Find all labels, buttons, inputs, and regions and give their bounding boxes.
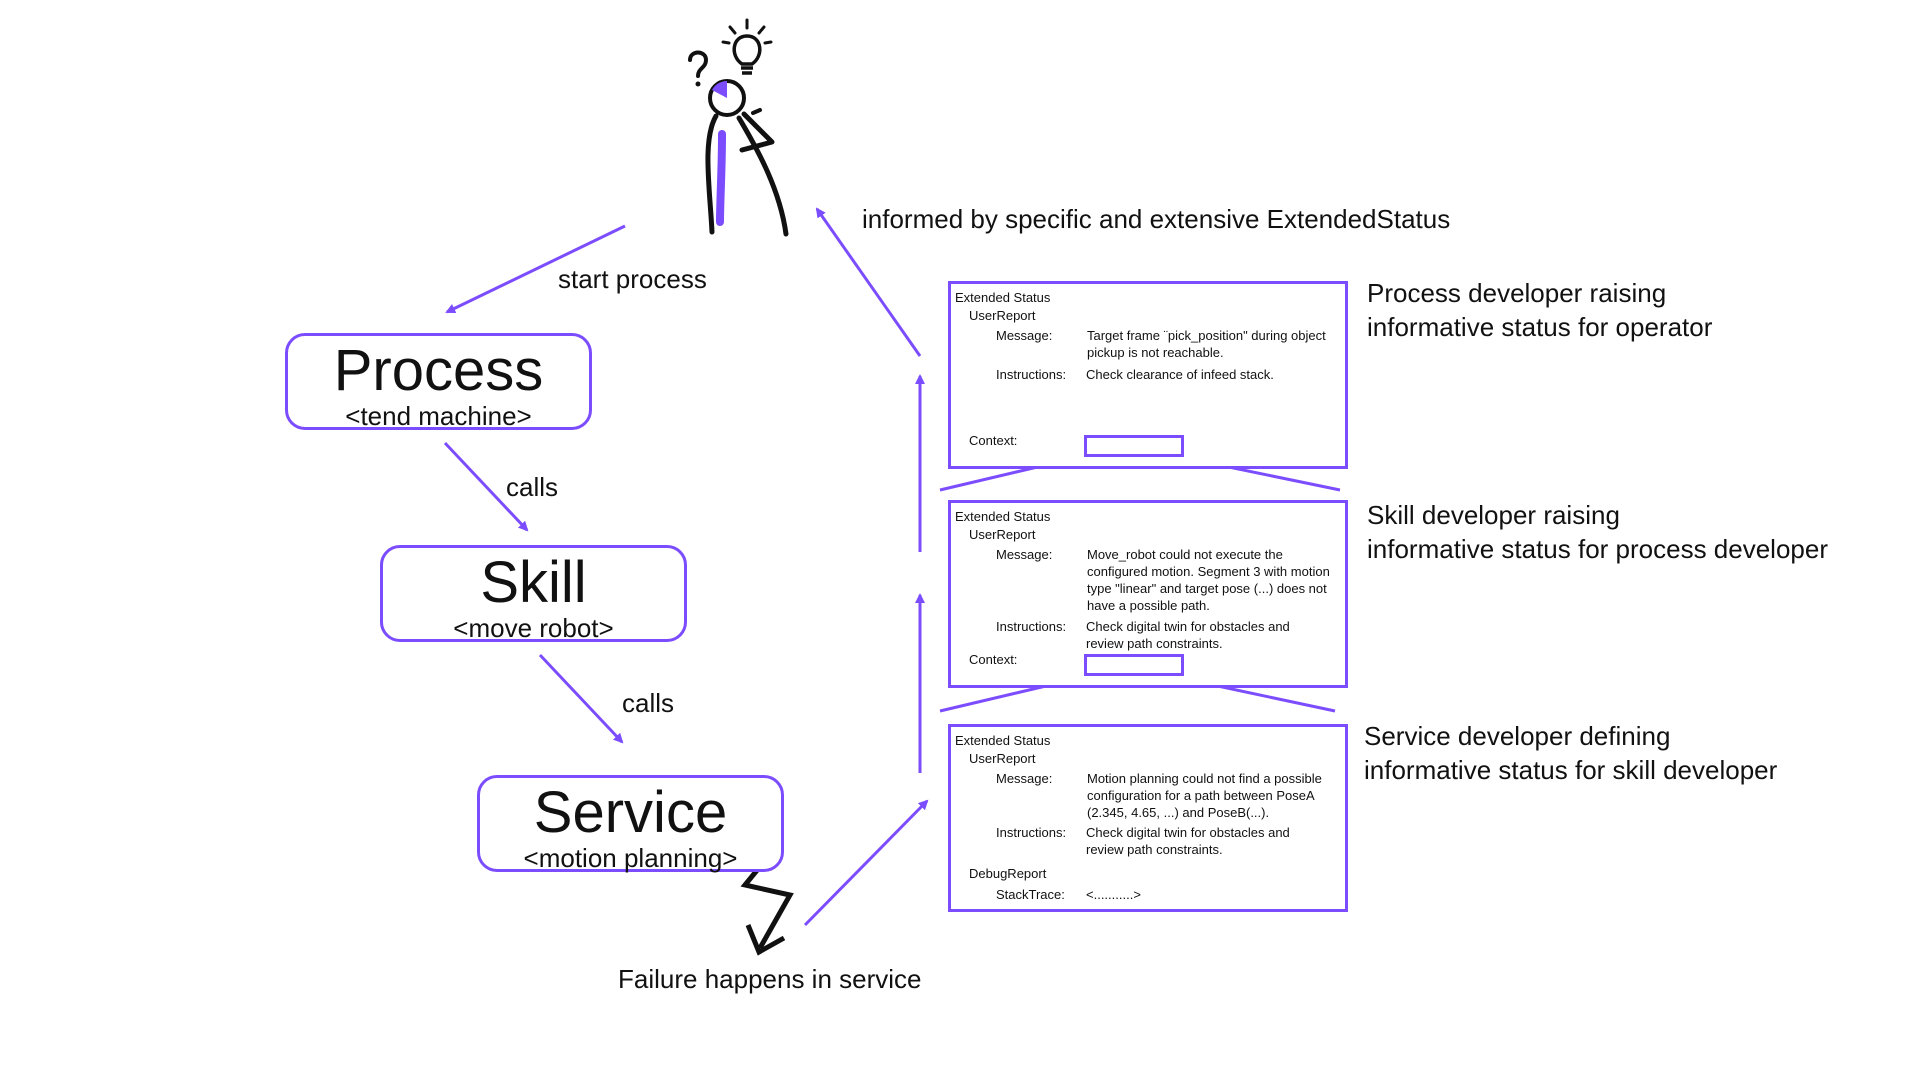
node-process-sub: <tend machine> (345, 401, 532, 431)
node-process: Process <tend machine> (285, 333, 592, 430)
status-skill-message: Move_robot could not execute the configu… (1087, 547, 1330, 613)
side-note-skill: Skill developer raising informative stat… (1367, 498, 1828, 566)
label-calls-1: calls (506, 472, 559, 502)
node-service: Service <motion planning> (477, 775, 784, 872)
status-process-instructions-label: Instructions: (996, 367, 1067, 382)
status-process: Extended Status UserReport Message: Targ… (948, 281, 1348, 469)
side-note-skill-line1: Skill developer raising (1367, 500, 1620, 530)
status-service-message: Motion planning could not find a possibl… (1087, 771, 1322, 820)
label-informed: informed by specific and extensive Exten… (862, 204, 1451, 234)
label-calls-2: calls (622, 688, 675, 718)
status-process-message-label: Message: (996, 328, 1053, 343)
side-note-process-line1: Process developer raising (1367, 278, 1667, 308)
node-skill-sub: <move robot> (453, 613, 614, 643)
node-skill: Skill <move robot> (380, 545, 687, 642)
lightbulb-icon (721, 18, 773, 75)
status-process-message: Target frame ¨pick_position" during obje… (1087, 328, 1326, 360)
status-skill-message-label: Message: (996, 547, 1053, 562)
status-service-instructions-label: Instructions: (996, 825, 1067, 840)
status-service-debug-report: DebugReport (969, 866, 1047, 881)
status-service-stacktrace: <...........> (1086, 887, 1141, 902)
side-note-service-line1: Service developer defining (1364, 721, 1671, 751)
label-failure: Failure happens in service (618, 964, 922, 994)
side-note-process: Process developer raising informative st… (1367, 276, 1712, 344)
status-service-message-label: Message: (996, 771, 1053, 786)
arrow-status-to-operator (815, 207, 922, 357)
label-start-process: start process (558, 264, 707, 294)
node-process-title: Process (333, 338, 544, 403)
status-skill-context-box (1084, 654, 1184, 676)
side-note-skill-line2: informative status for process developer (1367, 534, 1828, 564)
status-skill-context-label: Context: (969, 652, 1018, 667)
status-service: Extended Status UserReport Message: Moti… (948, 724, 1348, 912)
status-service-heading: Extended Status (955, 733, 1051, 748)
node-service-sub: <motion planning> (523, 843, 738, 873)
status-skill-instructions-label: Instructions: (996, 619, 1067, 634)
arrow-calls-skill (443, 441, 529, 532)
status-skill-instructions: Check digital twin for obstacles and rev… (1086, 619, 1290, 651)
side-note-service: Service developer defining informative s… (1364, 719, 1777, 787)
question-mark-icon (688, 50, 709, 87)
thinking-person-icon (705, 79, 789, 237)
arrow-calls-service (538, 653, 624, 744)
status-skill-heading: Extended Status (955, 509, 1051, 524)
status-process-heading: Extended Status (955, 290, 1051, 305)
status-process-instructions: Check clearance of infeed stack. (1086, 367, 1274, 382)
arrow-start-process (445, 224, 626, 314)
node-skill-title: Skill (480, 550, 587, 615)
arrow-failure-to-status (803, 799, 929, 927)
side-note-service-line2: informative status for skill developer (1364, 755, 1778, 785)
status-service-instructions: Check digital twin for obstacles and rev… (1086, 825, 1290, 857)
node-service-title: Service (533, 780, 728, 845)
status-skill: Extended Status UserReport Message: Move… (948, 500, 1348, 688)
status-skill-report: UserReport (969, 527, 1036, 542)
status-process-context-label: Context: (969, 433, 1018, 448)
status-process-report: UserReport (969, 308, 1036, 323)
status-service-report: UserReport (969, 751, 1036, 766)
status-service-stacktrace-label: StackTrace: (996, 887, 1065, 902)
side-note-process-line2: informative status for operator (1367, 312, 1713, 342)
status-process-context-box (1084, 435, 1184, 457)
